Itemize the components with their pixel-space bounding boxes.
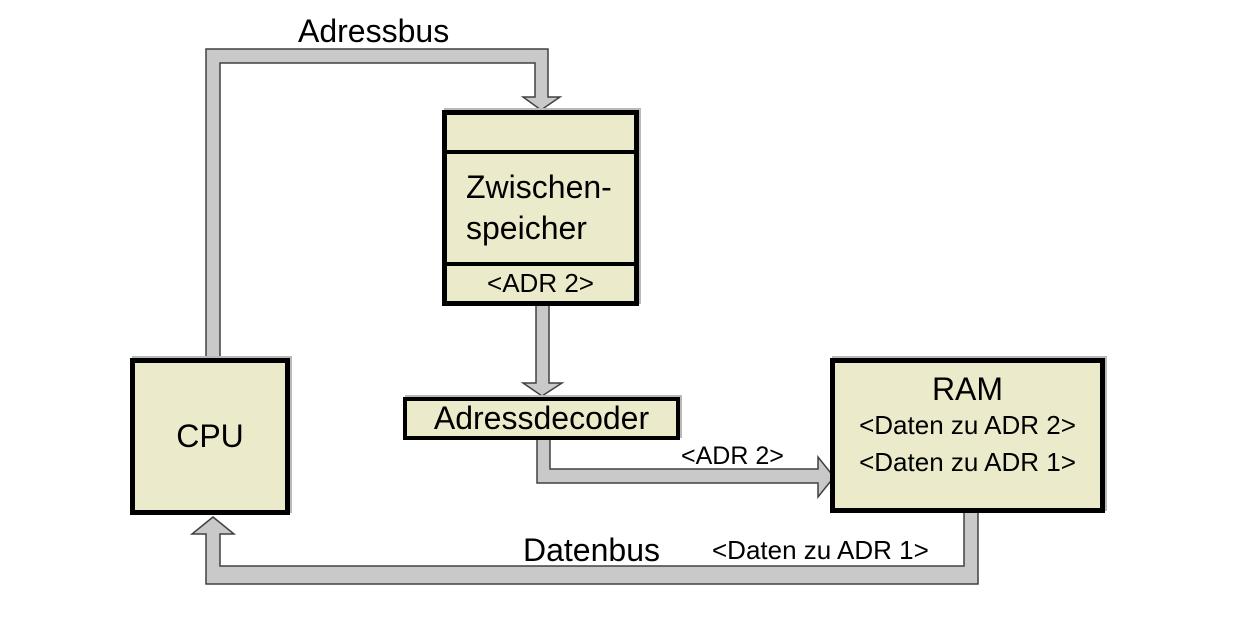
buffer-label-line2: speicher [466,210,587,246]
decoder-box: Adressdecoder [403,397,680,440]
datenbus-label: Datenbus [523,532,660,568]
adressbus-label: Adressbus [298,13,450,49]
buffer-adr2-value: <ADR 2> [487,267,594,298]
ram-entry-adr2: <Daten zu ADR 2> [859,410,1076,440]
adressbus-line [205,48,563,361]
decoder-to-ram-line [536,436,835,500]
daten-zu-adr1-bus-label: <Daten zu ADR 1> [712,535,929,565]
buffer-label-line1: Zwischen- [466,169,612,205]
cpu-label: CPU [176,418,244,455]
buffer-to-decoder-arrow [520,302,565,397]
decoder-label: Adressdecoder [433,400,650,437]
ram-label: RAM [931,371,1004,407]
ram-box: RAM <Daten zu ADR 2> <Daten zu ADR 1> [830,358,1105,513]
buffer-divider-top [447,150,634,154]
ram-entry-adr1: <Daten zu ADR 1> [859,447,1076,477]
buffer-label-area: Zwischen- speicher [447,154,634,262]
buffer-adr2-slot: <ADR 2> [447,266,634,301]
adr2-bus-label: <ADR 2> [681,442,784,470]
cpu-box: CPU [130,358,290,515]
buffer-empty-slot [447,115,634,150]
buffer-box: Zwischen- speicher <ADR 2> [442,110,639,306]
buffer-divider-bottom [447,262,634,266]
